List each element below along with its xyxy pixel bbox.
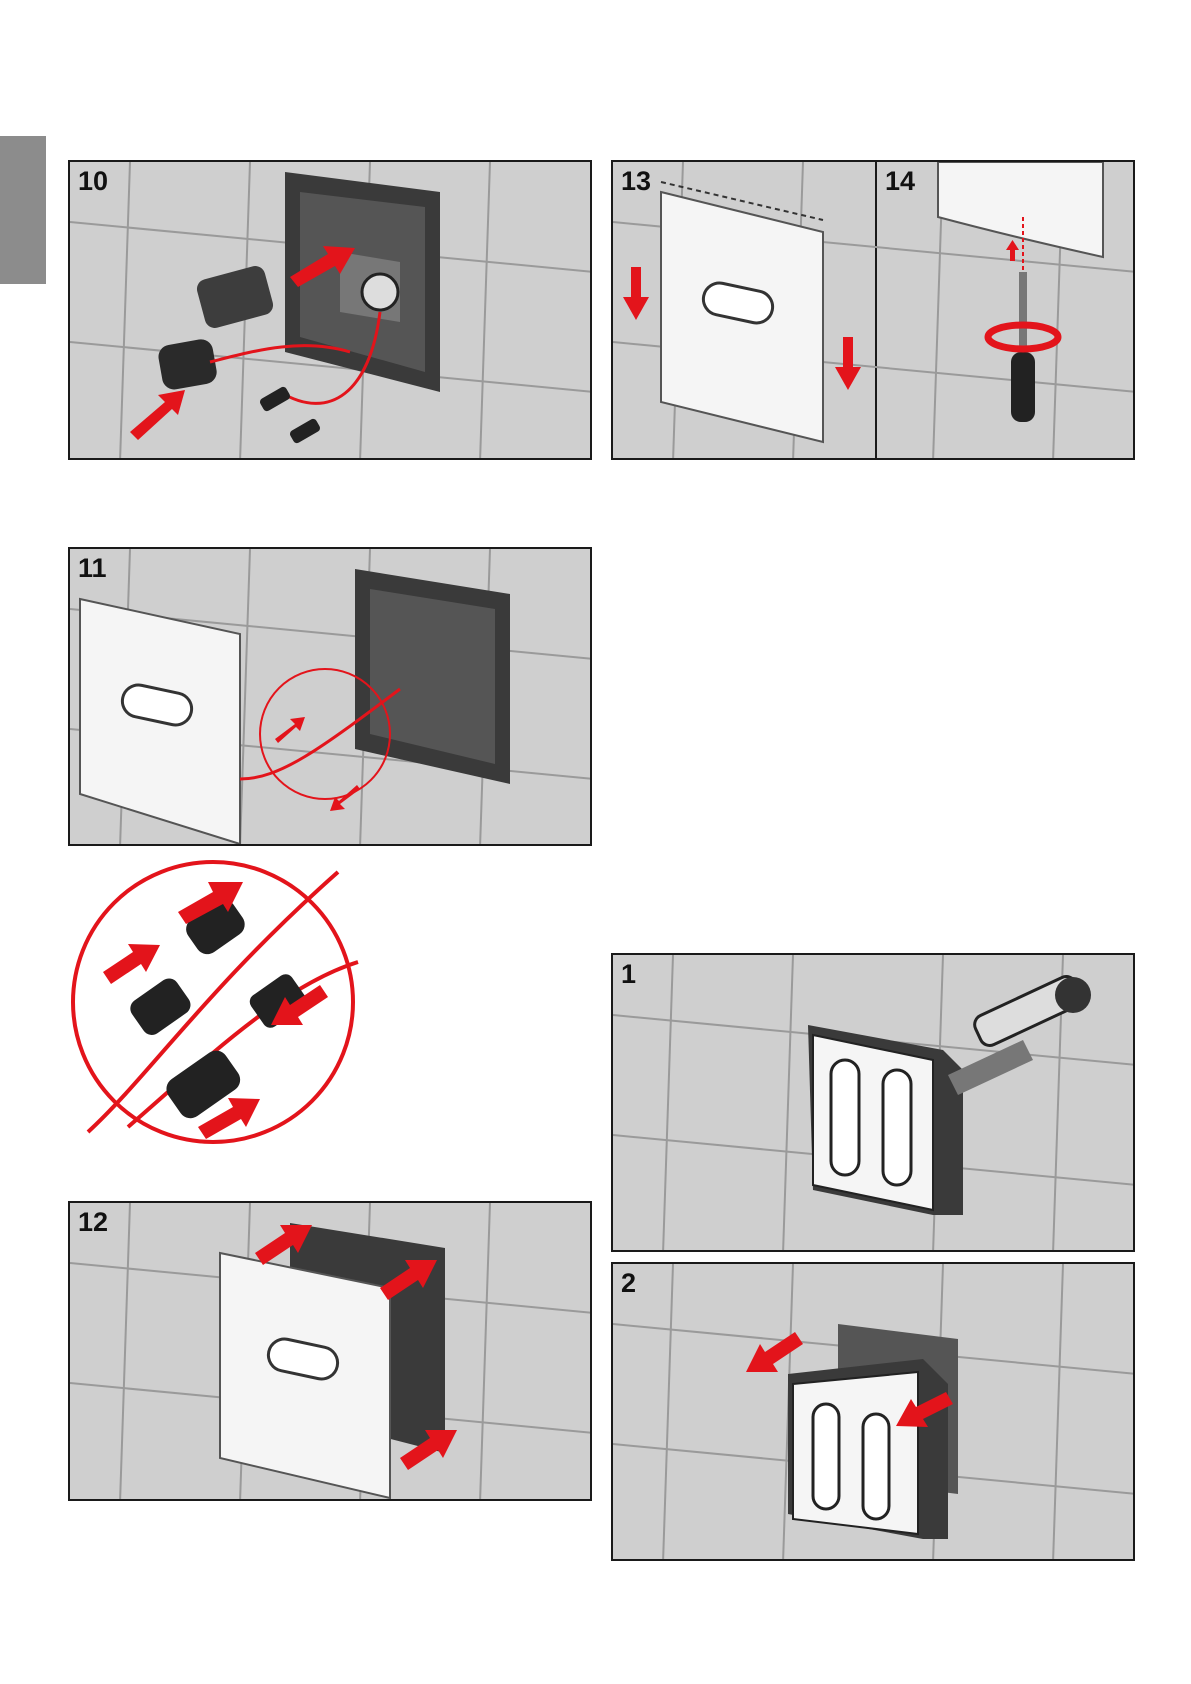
step-12-panel: 12 bbox=[68, 1201, 592, 1501]
arrow-icon bbox=[130, 390, 185, 440]
step-11-panel: 11 bbox=[68, 547, 592, 846]
battery-cap bbox=[157, 337, 219, 391]
arrow-icon bbox=[275, 717, 305, 743]
cutting-illustration bbox=[613, 955, 1135, 1252]
arrow-icon bbox=[623, 267, 649, 320]
cover-plate-illustration bbox=[613, 162, 1135, 460]
battery-pack bbox=[195, 264, 276, 330]
removal-illustration bbox=[613, 1264, 1135, 1561]
arrow-icon bbox=[746, 1332, 803, 1372]
step-number: 1 bbox=[621, 959, 636, 990]
step-number: 2 bbox=[621, 1268, 636, 1299]
cutter-knife-icon bbox=[948, 973, 1091, 1095]
step-1-panel: 1 bbox=[611, 953, 1135, 1252]
step-number: 14 bbox=[885, 166, 915, 197]
step-number: 13 bbox=[621, 166, 651, 197]
step-2-panel: 2 bbox=[611, 1262, 1135, 1561]
step-number: 12 bbox=[78, 1207, 108, 1238]
arrow-icon bbox=[1006, 240, 1019, 261]
step-number: 10 bbox=[78, 166, 108, 197]
step-10-panel: 10 bbox=[68, 160, 592, 460]
step-13-14-panel: 13 14 bbox=[611, 160, 1135, 460]
cover-attach-illustration bbox=[70, 1203, 592, 1501]
install-frame-illustration bbox=[70, 162, 592, 460]
step-number: 11 bbox=[78, 553, 107, 584]
arrow-icon bbox=[835, 337, 861, 390]
connector-detail bbox=[68, 857, 368, 1157]
connector-illustration bbox=[70, 549, 592, 846]
section-tab bbox=[0, 136, 46, 284]
